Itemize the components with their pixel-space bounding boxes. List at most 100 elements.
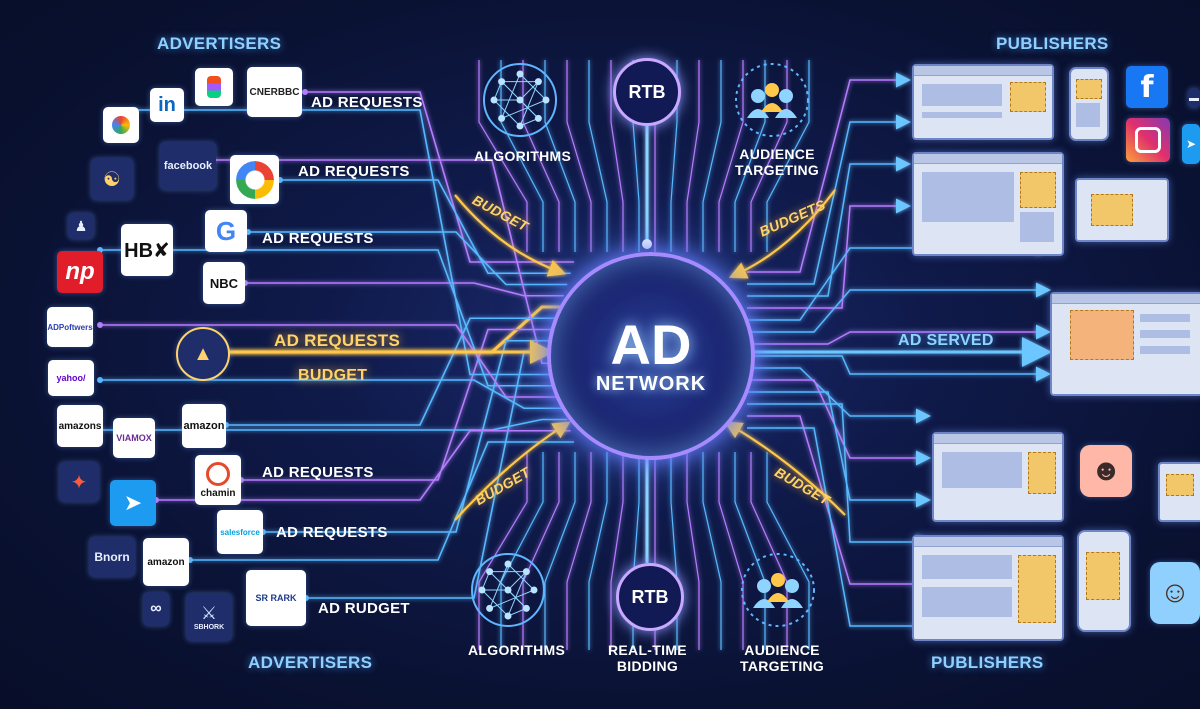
publisher-laptop (1075, 178, 1169, 242)
wire-left (241, 328, 554, 481)
wire-left (190, 441, 574, 561)
viamox-logo: VIAMOX (113, 418, 155, 458)
wire-left (100, 418, 568, 431)
google-ads-logo (230, 155, 279, 204)
wire-right (747, 72, 911, 273)
wire-bottom (544, 452, 576, 650)
wire-right (747, 198, 911, 309)
algorithms-network-icon-top (483, 63, 557, 137)
wire-top (766, 60, 810, 252)
rtb-node-bottom: RTB (616, 563, 684, 631)
algorithms-label-top: ALGORITHMS (474, 148, 572, 164)
chamin-logo: chamin (195, 455, 241, 505)
chat-icon: ▬ (1189, 92, 1199, 104)
np-logo: np (57, 251, 103, 293)
google-logo: G (205, 210, 247, 252)
wire-right (747, 324, 1051, 345)
twitter-app-icon: ➤ (1185, 137, 1197, 151)
wire-top (478, 60, 528, 252)
wire-bottom (522, 452, 560, 650)
ad-requests-label-2: AD REQUESTS (298, 163, 410, 180)
linkedin-logo: in (150, 88, 184, 122)
wire-right (747, 403, 931, 550)
wire-top (686, 60, 700, 252)
audience-targeting-icon-bottom (741, 553, 815, 627)
twitter-logo: ➤ (110, 480, 156, 526)
hub-title-network: NETWORK (595, 372, 707, 395)
algorithms-label-bottom: ALGORITHMS (468, 642, 566, 658)
wire-top (566, 60, 592, 252)
audience-targeting-label-top: AUDIENCE TARGETING (735, 146, 820, 178)
wire-bottom (588, 452, 608, 650)
wire-left (245, 282, 564, 297)
figma-icon (207, 76, 221, 98)
wire-bottom (610, 452, 624, 650)
twitter-bird-icon: ➤ (123, 490, 143, 515)
publisher-page-1 (912, 64, 1054, 140)
handshake-logo: ☯ (91, 158, 133, 200)
ad-network-hub: AD NETWORK (547, 252, 755, 460)
pinwheel-icon (112, 116, 130, 134)
wire-left-node (97, 322, 103, 328)
ad-requests-label-4: AD REQUESTS (262, 464, 374, 481)
wire-left (100, 324, 561, 398)
wire-top (718, 60, 744, 252)
wire-top (588, 60, 608, 252)
infinity-icon: ∞ (150, 600, 162, 617)
amazon-logo-2: amazons (57, 405, 103, 447)
audience-targeting-label-bottom: AUDIENCE TARGETING (740, 642, 825, 674)
user-logo: ♟ (68, 213, 94, 239)
fire-icon: ✦ (70, 471, 88, 494)
audience-targeting-icon-top (735, 63, 809, 137)
wire-left-node (97, 377, 103, 383)
bnorn-logo: Bnorn (89, 537, 135, 577)
publisher-page-3 (932, 432, 1064, 522)
wire-left-node (302, 89, 308, 95)
chat-logo: ▬ (1188, 88, 1200, 108)
wire-right (747, 415, 931, 592)
growth-chart-icon: ▲ (193, 342, 213, 365)
publishers-heading-top: PUBLISHERS (996, 34, 1109, 53)
cnerbbc-logo: CNERBBC (247, 67, 302, 117)
shield-icon: ⚔ (200, 603, 218, 623)
growth-chart-logo: ▲ (176, 327, 230, 381)
ad-budget-label: AD RUDGET (318, 600, 410, 617)
rtb-node-top: RTB (613, 58, 681, 126)
wire-top (522, 60, 560, 252)
ad-requests-label-5: AD REQUESTS (276, 524, 388, 541)
nbc-logo: NBC (203, 262, 245, 304)
wire-right (747, 355, 1051, 382)
wire-bottom (500, 452, 544, 650)
wire-left (263, 339, 551, 533)
twitter-app-logo: ➤ (1182, 124, 1200, 164)
hbo-logo: HB✘ (121, 224, 173, 276)
ad-served-label: AD SERVED (898, 332, 994, 349)
sbhork-logo: ⚔SBHORK (186, 593, 232, 641)
wire-left (156, 429, 571, 501)
fire-logo: ✦ (59, 462, 99, 502)
facebook-logo: facebook (160, 142, 216, 190)
wire-bottom (718, 452, 744, 650)
real-time-bidding-label: REAL-TIME BIDDING (608, 642, 687, 674)
wire-top (544, 60, 576, 252)
handshake-icon: ☯ (103, 168, 121, 191)
advertisers-heading-top: ADVERTISERS (157, 34, 282, 53)
avatar-woman: ☻ (1080, 445, 1132, 497)
srark-logo: SR RARK (246, 570, 306, 626)
wire-right (747, 156, 911, 297)
rtb-top-pulse (642, 239, 652, 249)
instagram-logo (1126, 118, 1170, 162)
wire-left (305, 91, 574, 263)
wire-right (747, 391, 931, 508)
wire-bottom (766, 452, 810, 650)
hub-title-ad: AD (610, 312, 692, 376)
budget-main-label: BUDGET (298, 367, 368, 384)
publisher-page-2 (912, 152, 1064, 256)
wire-left (248, 231, 568, 286)
wire-left (226, 317, 558, 426)
budget-arrow-top-right (728, 189, 836, 279)
publisher-phone-2 (1077, 530, 1131, 632)
facebook-app-logo: f (1126, 66, 1168, 108)
publisher-phone-1 (1069, 67, 1109, 141)
wire-top (702, 60, 722, 252)
